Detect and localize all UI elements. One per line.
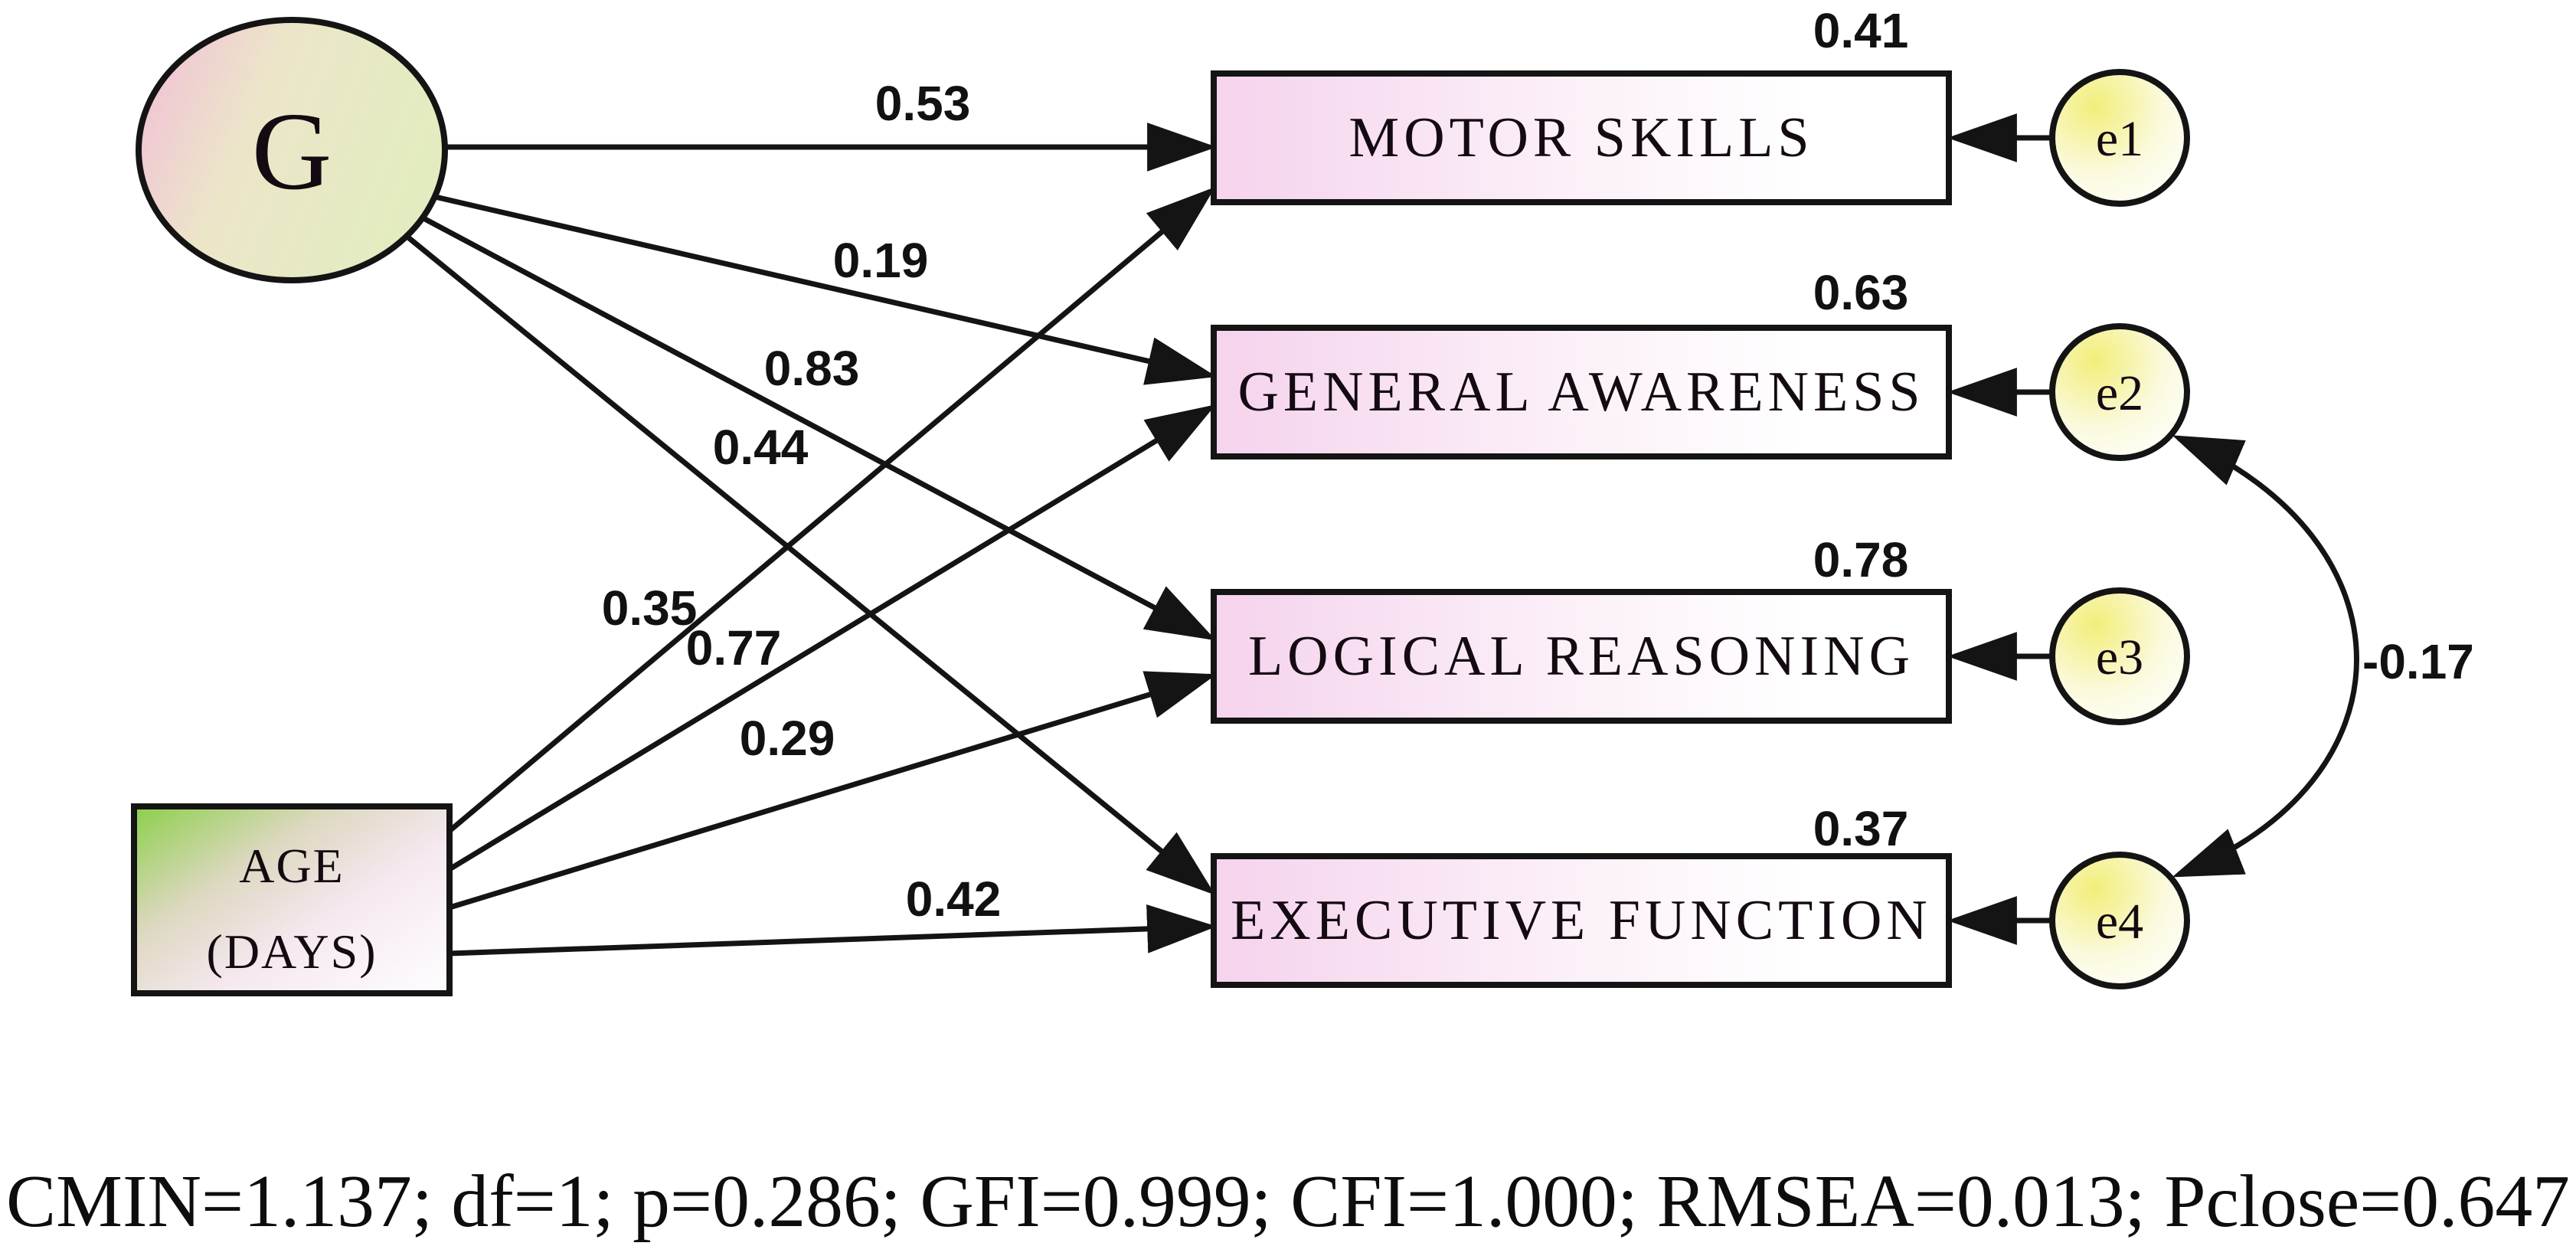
path-g-to-executive-function xyxy=(406,235,1216,895)
error-node-e4 xyxy=(2049,852,2190,989)
coef-age-executive-function: 0.42 xyxy=(906,872,1002,927)
coef-g-motor-skills: 0.53 xyxy=(875,76,971,131)
latent-node-g-label: G xyxy=(252,90,332,213)
r2-label-logical-reasoning: 0.78 xyxy=(1813,532,1909,587)
error-node-e3 xyxy=(2049,587,2190,725)
coef-g-general-awareness: 0.19 xyxy=(833,233,929,288)
r2-label-motor-skills: 0.41 xyxy=(1813,3,1909,58)
latent-node-g xyxy=(136,17,448,283)
error-label-e2: e2 xyxy=(2096,365,2143,421)
path-g-to-general-awareness xyxy=(434,194,1217,385)
indicator-box-executive-function xyxy=(1211,853,1952,988)
r2-label-general-awareness: 0.63 xyxy=(1813,265,1909,320)
age-days-node xyxy=(131,803,453,996)
path-age-to-general-awareness xyxy=(448,404,1216,872)
error-label-e3: e3 xyxy=(2096,630,2143,685)
indicator-label-executive-function: EXECUTIVE FUNCTION xyxy=(1231,889,1932,952)
r2-label-executive-function: 0.37 xyxy=(1813,801,1909,856)
coef-g-logical-reasoning: 0.83 xyxy=(764,341,860,396)
coef-g-executive-function: 0.44 xyxy=(713,420,809,475)
coef-age-logical-reasoning: 0.29 xyxy=(740,711,835,766)
path-age-to-executive-function xyxy=(449,904,1218,957)
path-g-to-logical-reasoning xyxy=(422,215,1217,641)
coef-age-general-awareness: 0.77 xyxy=(686,620,782,675)
fit-statistics-line: CMIN=1.137; df=1; p=0.286; GFI=0.999; CF… xyxy=(6,1160,2570,1243)
indicator-box-general-awareness xyxy=(1211,325,1952,459)
indicator-label-logical-reasoning: LOGICAL REASONING xyxy=(1248,625,1914,688)
error-label-e1: e1 xyxy=(2096,111,2143,167)
indicator-label-general-awareness: GENERAL AWARENESS xyxy=(1237,361,1924,424)
indicator-box-motor-skills xyxy=(1211,70,1952,205)
covariance-value-label: -0.17 xyxy=(2362,634,2474,689)
covariance-arc-e2-e4 xyxy=(2172,435,2359,878)
age-days-label-line1: AGE xyxy=(239,839,345,893)
indicator-label-motor-skills: MOTOR SKILLS xyxy=(1348,106,1813,169)
error-node-e1 xyxy=(2049,69,2190,207)
error-node-e2 xyxy=(2049,323,2190,461)
error-label-e4: e4 xyxy=(2096,894,2143,950)
coef-age-motor-skills: 0.35 xyxy=(602,580,698,636)
path-age-to-motor-skills xyxy=(447,187,1215,833)
age-days-label-line2: (DAYS) xyxy=(207,924,378,979)
path-age-to-logical-reasoning xyxy=(448,671,1217,911)
indicator-box-logical-reasoning xyxy=(1211,589,1952,724)
